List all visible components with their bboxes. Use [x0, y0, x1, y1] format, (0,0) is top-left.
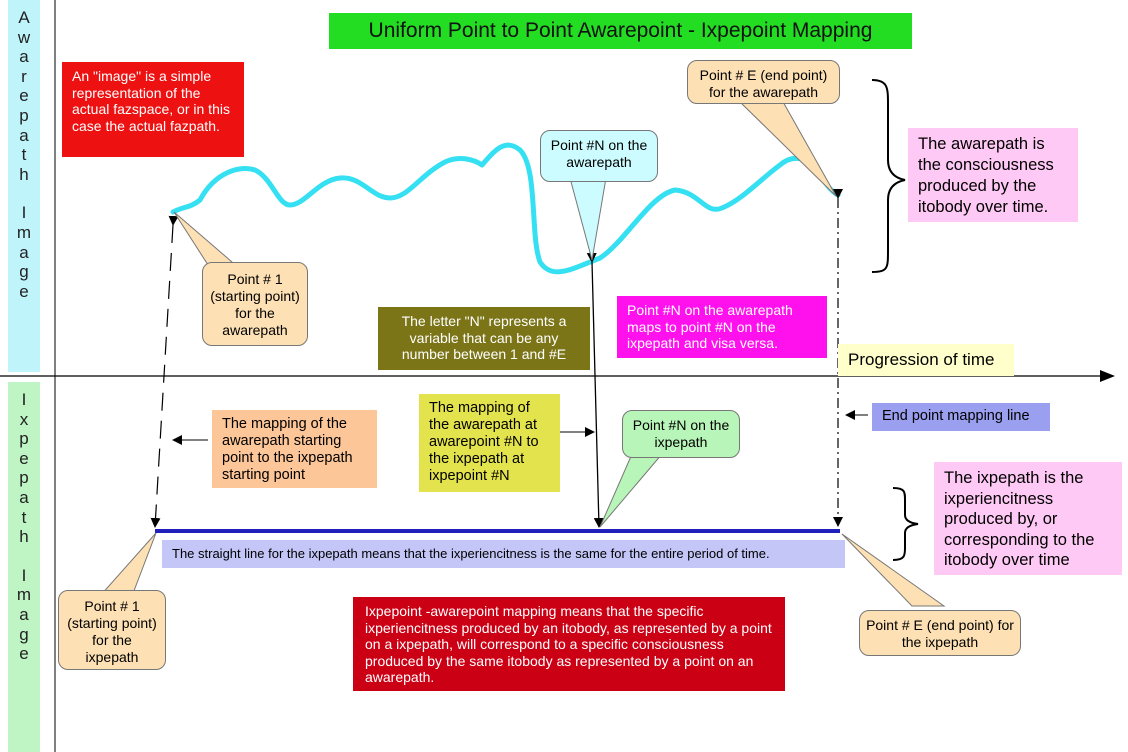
label-char: a: [19, 604, 29, 624]
start-aware-callout: Point # 1 (starting point) for the aware…: [202, 262, 308, 346]
ixpepath-image-label: I x p e p a t h I m a g e: [8, 382, 40, 752]
label-char: I: [21, 565, 27, 585]
n-aware-callout-tail: [569, 177, 607, 261]
image-definition-box: An "image" is a simple representation of…: [62, 62, 244, 157]
label-char: p: [19, 468, 29, 488]
start-mapping-box: The mapping of the awarepath starting po…: [212, 410, 377, 488]
n-mapping-box: The mapping of the awarepath at awarepoi…: [419, 394, 560, 492]
n-ixpe-callout-tail: [599, 453, 664, 528]
label-char: e: [19, 448, 29, 468]
label-char: A: [18, 8, 30, 27]
label-char: m: [16, 222, 32, 242]
start-aware-callout-tail: [173, 211, 234, 269]
label-char: a: [19, 242, 29, 262]
label-char: e: [19, 644, 29, 664]
start-ixpe-callout: Point # 1 (starting point) for the ixpep…: [58, 590, 166, 670]
start-ixpe-callout-tail: [98, 532, 157, 597]
letter-n-box: The letter "N" represents a variable tha…: [378, 307, 590, 370]
progression-of-time-label: Progression of time: [838, 344, 1014, 376]
label-char: m: [16, 585, 32, 605]
label-char: a: [19, 487, 29, 507]
mapping-meaning-box: Ixpepoint -awarepoint mapping means that…: [353, 597, 785, 691]
label-char: I: [21, 203, 27, 223]
label-char: h: [19, 164, 29, 184]
label-char: w: [17, 27, 31, 47]
ixpepath-description-box: The ixpepath is the ixperiencitness prod…: [934, 462, 1122, 575]
label-char: I: [21, 390, 27, 409]
awarepath-brace: [871, 79, 906, 273]
awarepath-image-label: A w a r e p a t h I m a g e: [8, 0, 40, 372]
label-char: g: [19, 262, 29, 282]
label-char: x: [19, 409, 29, 429]
awarepath-description-box: The awarepath is the consciousness produ…: [908, 128, 1078, 222]
label-char: t: [21, 145, 27, 165]
ixpepath-brace: [892, 487, 919, 561]
diagram-title: Uniform Point to Point Awarepoint - Ixpe…: [329, 13, 912, 49]
label-char: e: [19, 281, 29, 301]
label-char: p: [19, 105, 29, 125]
label-char: e: [19, 86, 29, 106]
point-n-mapping-box: Point #N on the awarepath maps to point …: [617, 296, 827, 358]
label-char: r: [21, 66, 27, 86]
straight-line-explanation-box: The straight line for the ixpepath means…: [162, 540, 845, 568]
n-mapping-line: [586, 252, 604, 528]
label-char: g: [19, 624, 29, 644]
label-char: h: [19, 527, 29, 547]
end-aware-callout: Point # E (end point) for the awarepath: [687, 60, 840, 104]
label-char: t: [21, 507, 27, 527]
label-char: p: [19, 429, 29, 449]
label-char: a: [19, 125, 29, 145]
n-aware-callout: Point #N on the awarepath: [540, 130, 658, 182]
end-ixpe-callout-tail: [841, 533, 946, 607]
awarepath-curve: [170, 142, 841, 275]
time-axis-arrowhead: [1100, 370, 1115, 382]
n-ixpe-callout: Point #N on the ixpepath: [622, 410, 740, 458]
end-mapping-label-box: End point mapping line: [872, 403, 1050, 431]
start-mapping-line: [150, 215, 179, 528]
end-ixpe-callout: Point # E (end point) for the ixpepath: [859, 610, 1021, 656]
end-aware-callout-tail: [736, 99, 837, 197]
label-char: a: [19, 47, 29, 67]
